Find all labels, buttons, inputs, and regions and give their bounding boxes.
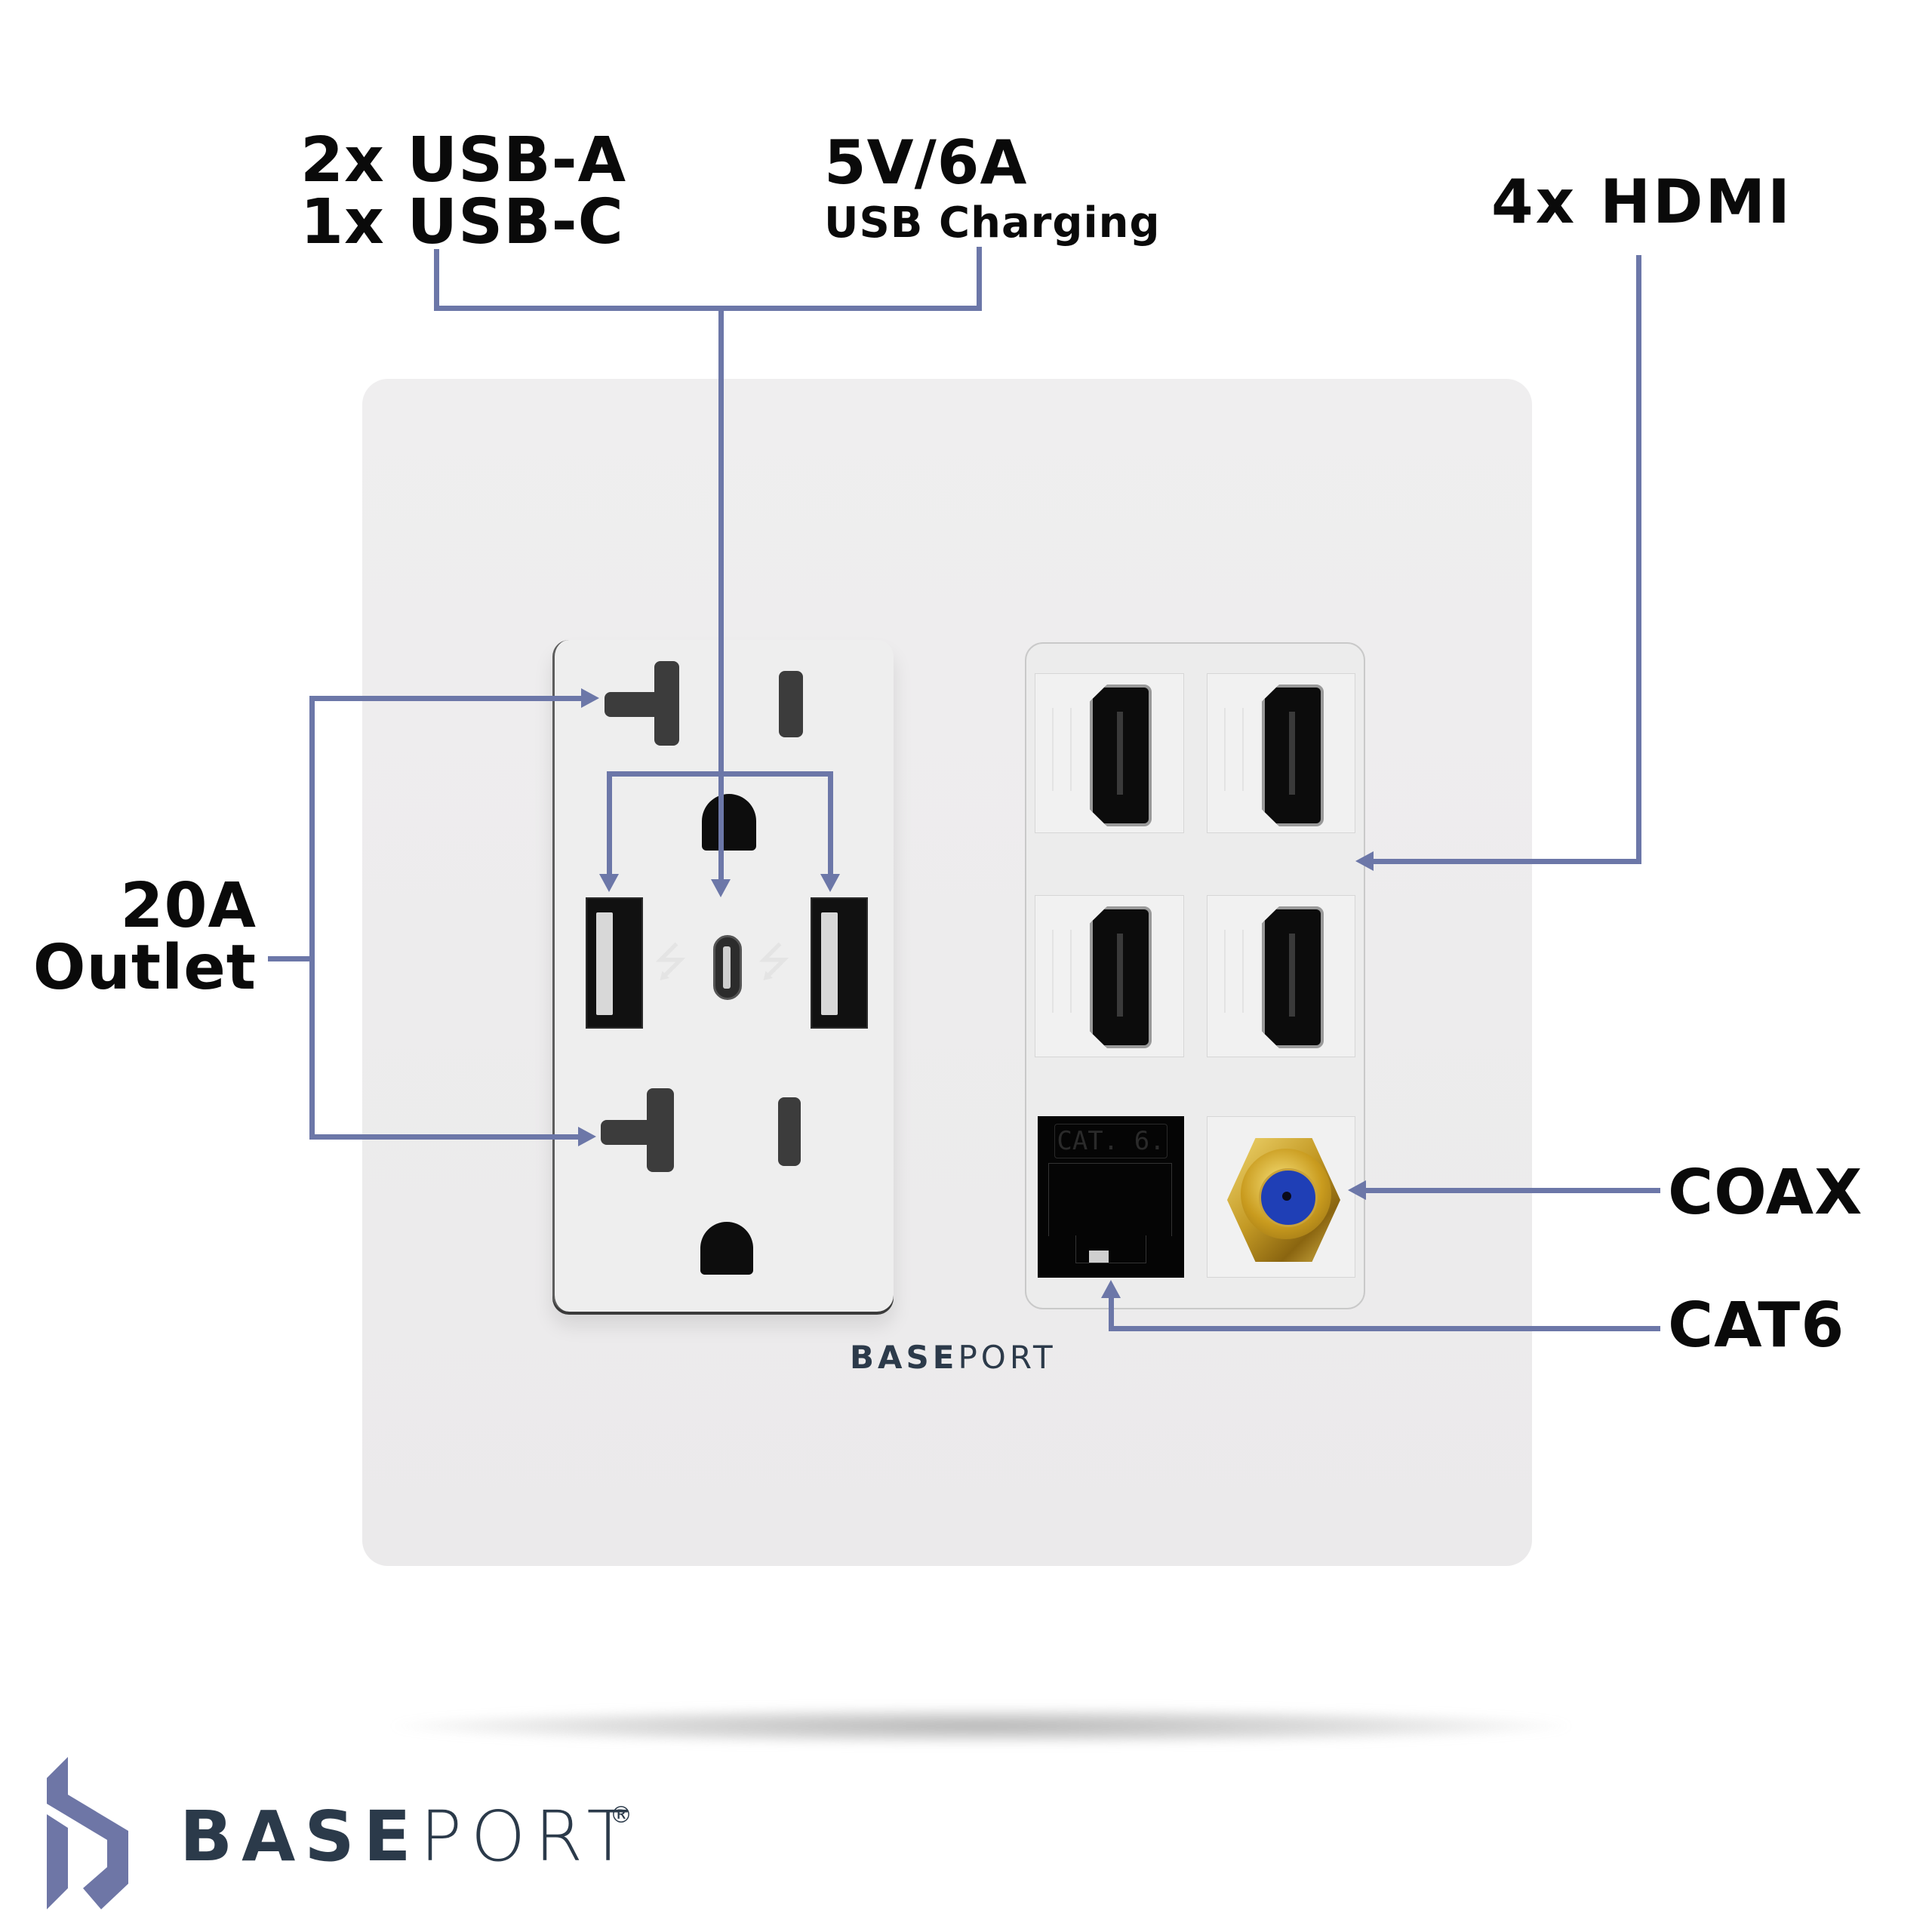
- usb-a-left-arrow-icon: [599, 874, 619, 892]
- hdmi-logo-icon: [1224, 930, 1244, 1013]
- bottom-hot-slot: [778, 1097, 801, 1166]
- coax-label: COAX: [1668, 1157, 1863, 1229]
- usb-power-label: 5V/6A USB Charging: [824, 133, 1161, 245]
- plate-brand-logo: BASEPORT: [850, 1339, 1057, 1376]
- hdmi-callout-horizontal: [1372, 859, 1641, 864]
- hdmi-port-4: [1207, 895, 1355, 1057]
- hdmi-port-1: [1035, 673, 1184, 833]
- outlet-top-arrow-icon: [581, 688, 599, 708]
- outlet-callout-stub: [268, 956, 315, 961]
- usb-ports-callout-stem: [434, 249, 439, 311]
- coax-arrow-icon: [1348, 1180, 1366, 1200]
- usb-a-right-line: [828, 771, 833, 877]
- usb-a-split-bracket: [607, 771, 833, 777]
- usb-c-count-text: 1x USB-C: [300, 186, 624, 258]
- usb-a-count-text: 2x USB-A: [300, 125, 627, 196]
- outlet-top-line: [309, 696, 583, 701]
- coax-center-pin: [1282, 1192, 1291, 1201]
- usb-c-arrow-icon: [711, 879, 731, 897]
- usb-power-callout-stem: [977, 247, 982, 311]
- cat6-callout-horizontal: [1109, 1326, 1660, 1331]
- hdmi-port-3: [1035, 895, 1184, 1057]
- bottom-neutral-slot-vertical: [647, 1088, 674, 1172]
- usb-power-caption: USB Charging: [824, 198, 1161, 248]
- usb-c-port: [713, 935, 742, 1000]
- outlet-callout-bracket: [309, 696, 315, 1140]
- baseport-logo-icon: [47, 1757, 128, 1909]
- outlet-bottom-arrow-icon: [578, 1127, 596, 1146]
- coax-callout-line: [1364, 1188, 1660, 1193]
- hdmi-port-2: [1207, 673, 1355, 833]
- usb-callout-bracket: [434, 306, 982, 311]
- cat6-arrow-icon: [1101, 1280, 1121, 1298]
- bottom-ground-hole: [700, 1222, 753, 1275]
- usb-callout-center-line: [718, 306, 724, 887]
- cat6-callout-vertical: [1109, 1297, 1114, 1331]
- usb-a-left-line: [607, 771, 612, 877]
- hdmi-logo-icon: [1224, 708, 1244, 791]
- baseport-wordmark: BASEPORT: [180, 1796, 638, 1877]
- top-hot-slot: [779, 671, 803, 737]
- outlet-bottom-line: [309, 1134, 580, 1140]
- top-ground-hole: [702, 794, 756, 851]
- top-neutral-slot-vertical: [654, 661, 679, 746]
- usb-icon: ⭍: [757, 938, 791, 986]
- usb-a-port-right: [811, 897, 868, 1029]
- usb-a-port-left: [586, 897, 643, 1029]
- outlet-label: 20A Outlet: [30, 875, 257, 999]
- usb-ports-label: 2x USB-A 1x USB-C: [300, 125, 627, 258]
- hdmi-logo-icon: [1052, 708, 1072, 791]
- registered-mark: ®: [610, 1802, 632, 1829]
- usb-power-rating: 5V/6A: [824, 128, 1028, 198]
- hdmi-callout-vertical: [1636, 255, 1641, 864]
- usb-a-right-arrow-icon: [820, 874, 840, 892]
- outlet-rating-text: 20A: [120, 870, 257, 942]
- plate-shadow: [392, 1707, 1570, 1745]
- outlet-caption-text: Outlet: [32, 932, 257, 1004]
- hdmi-label: 4x HDMI: [1491, 167, 1792, 237]
- cat6-label: CAT6: [1668, 1290, 1845, 1361]
- hdmi-logo-icon: [1052, 930, 1072, 1013]
- cat6-jack: CAT. 6.: [1038, 1116, 1184, 1278]
- cat6-jack-label: CAT. 6.: [1054, 1124, 1168, 1158]
- usb-icon: ⭍: [654, 938, 688, 986]
- hdmi-arrow-icon: [1355, 851, 1374, 871]
